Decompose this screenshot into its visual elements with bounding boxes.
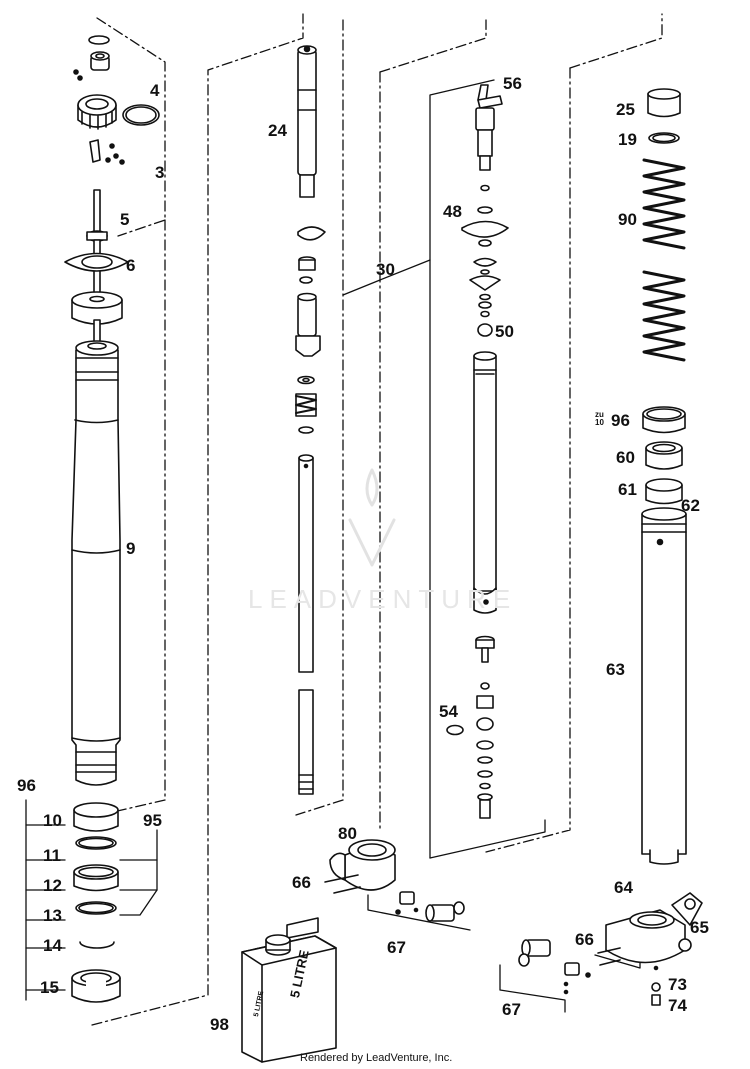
callout-98: 98 [210, 1015, 229, 1034]
zu-label-line1: zu [595, 410, 604, 419]
zu-label-line2: 10 [595, 418, 604, 427]
callout-96-right: 96 [611, 411, 630, 430]
callout-19: 19 [618, 130, 637, 149]
callout-66-left: 66 [292, 873, 311, 892]
zu-label: zu 10 [595, 411, 604, 427]
callout-67-left: 67 [387, 938, 406, 957]
callout-54: 54 [439, 702, 458, 721]
callout-90: 90 [618, 210, 637, 229]
watermark-logo [348, 468, 396, 567]
callout-73: 73 [668, 975, 687, 994]
cartridge-assembly [446, 84, 509, 819]
callout-14: 14 [43, 936, 62, 955]
callout-15: 15 [40, 978, 59, 997]
callout-48: 48 [443, 202, 462, 221]
bracket-lines [25, 79, 641, 1013]
callout-66-right: 66 [575, 930, 594, 949]
callout-60: 60 [616, 448, 635, 467]
outer-tube-9 [71, 340, 121, 786]
group-frames [91, 13, 663, 1026]
callout-63: 63 [606, 660, 625, 679]
axle-clamp-right [518, 892, 703, 1006]
callout-11: 11 [43, 846, 61, 865]
callout-13: 13 [43, 906, 62, 925]
footer-credit: Rendered by LeadVenture, Inc. [300, 1052, 453, 1064]
left-bushings [71, 802, 121, 1003]
callout-10: 10 [43, 811, 62, 830]
callout-9: 9 [126, 539, 136, 558]
callout-4: 4 [150, 81, 160, 100]
callout-24: 24 [268, 121, 287, 140]
callout-64: 64 [614, 878, 633, 897]
oil-jug [241, 917, 337, 1063]
callout-25: 25 [616, 100, 635, 119]
callout-74: 74 [668, 996, 687, 1015]
watermark-text: LEADVENTURE [248, 584, 518, 614]
callout-95: 95 [143, 811, 162, 830]
callout-67-right: 67 [502, 1000, 521, 1019]
callout-12: 12 [43, 876, 62, 895]
callout-50: 50 [495, 322, 514, 341]
axle-clamp-left [324, 839, 465, 922]
callout-3: 3 [155, 163, 165, 182]
callout-65: 65 [690, 918, 709, 937]
callout-96-left: 96 [17, 776, 36, 795]
damper-rod-assembly [295, 45, 326, 795]
callout-62: 62 [681, 496, 700, 515]
callout-6: 6 [126, 256, 136, 275]
callout-61: 61 [618, 480, 637, 499]
callout-56: 56 [503, 74, 522, 93]
callout-80: 80 [338, 824, 357, 843]
left-cap-assembly [64, 35, 160, 347]
callout-5: 5 [120, 210, 130, 229]
callout-30: 30 [376, 260, 395, 279]
spring-assembly [641, 88, 687, 865]
